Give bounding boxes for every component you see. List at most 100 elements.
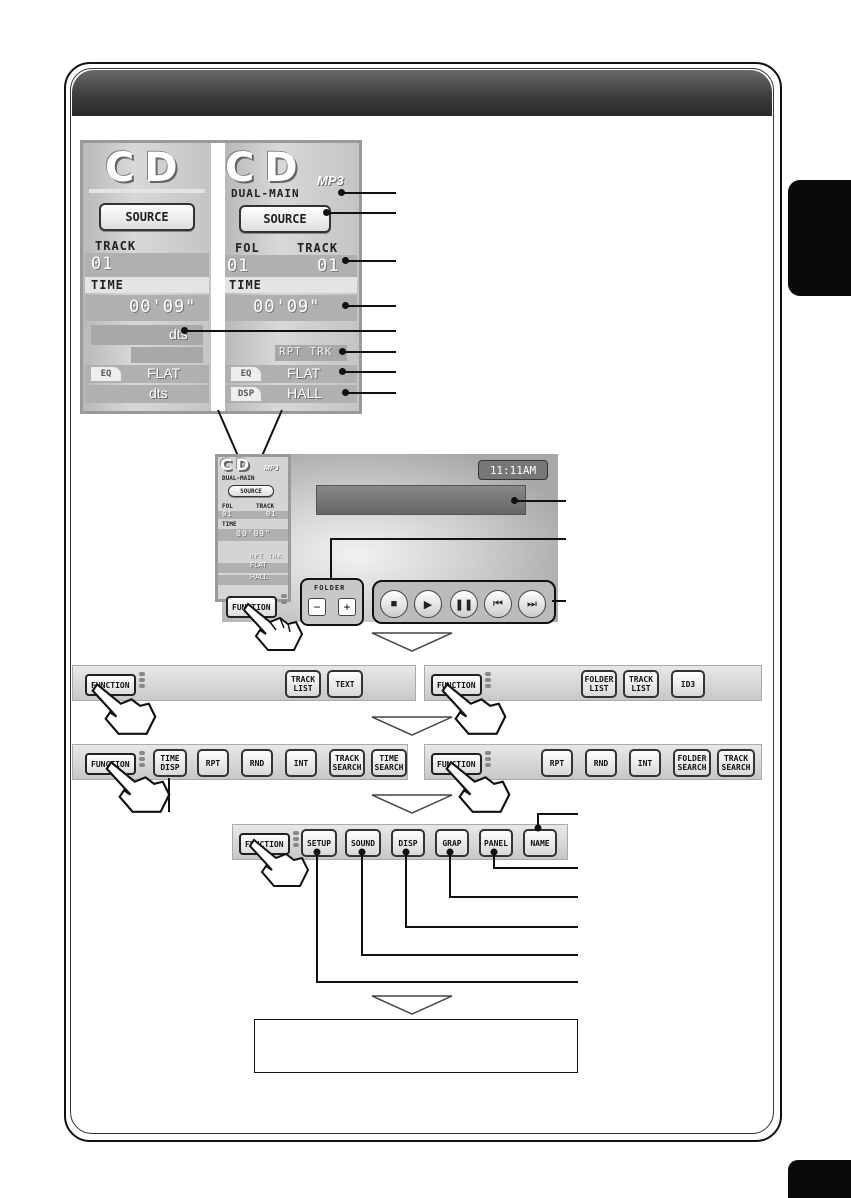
mini-cd-logo: CD [220, 455, 254, 474]
repeat-box [275, 345, 347, 361]
pause-icon: ❚❚ [454, 598, 474, 611]
display-zoom-panel: CD SOURCE TRACK 01 TIME 00'09" dts EQ FL… [80, 140, 362, 414]
intro-button[interactable]: INT [629, 749, 661, 777]
track-value: 01 [91, 254, 114, 274]
result-box [254, 1019, 578, 1073]
flow-arrow-icon [371, 995, 453, 1015]
track-search-button[interactable]: TRACK SEARCH [329, 749, 365, 777]
clock-display: 11:11AM [478, 460, 548, 480]
callout-line [346, 392, 396, 394]
time-label: TIME [91, 278, 124, 292]
function-leds [139, 672, 145, 690]
mp3-time-value: 00'09" [253, 297, 321, 317]
random-button[interactable]: RND [241, 749, 273, 777]
intro-button[interactable]: INT [285, 749, 317, 777]
mp3-source-button[interactable]: SOURCE [239, 205, 331, 233]
page-number-box [788, 1160, 851, 1198]
stop-icon: ■ [390, 598, 398, 610]
folder-plus-button[interactable]: + [338, 598, 356, 616]
function-leds [293, 831, 299, 849]
language-tab [788, 180, 851, 296]
graphics-button[interactable]: GRAP [435, 829, 469, 857]
skip-back-icon: ⏮ [493, 597, 503, 610]
callout-line [184, 330, 396, 332]
mini-source-button[interactable]: SOURCE [228, 485, 274, 497]
callout-dot [342, 389, 349, 396]
mini-eq-strip [218, 563, 288, 573]
function-leds [281, 594, 287, 606]
track-list-button[interactable]: TRACK LIST [623, 670, 659, 698]
time-disp-button[interactable]: TIME DISP [153, 749, 187, 777]
callout-line [342, 351, 396, 353]
dsp-strip [85, 385, 209, 403]
fol-track-strip [225, 255, 357, 277]
dual-main-label: DUAL-MAIN [231, 187, 300, 200]
folder-minus-button[interactable]: − [308, 598, 326, 616]
callout-line [330, 538, 332, 580]
mini-track-value: 01 [266, 510, 277, 518]
function-leds [139, 751, 145, 769]
mini-track: TRACK [256, 503, 275, 510]
source-button[interactable]: SOURCE [99, 203, 195, 231]
mini-time: TIME [222, 521, 237, 528]
page-frame [64, 62, 782, 1142]
folder-search-button[interactable]: FOLDER SEARCH [673, 749, 711, 777]
mini-mp3: MP3 [264, 465, 279, 472]
callout-line [342, 371, 396, 373]
callout-line [346, 260, 396, 262]
pause-button[interactable]: ❚❚ [450, 590, 478, 618]
mini-eq: FLAT [250, 562, 267, 569]
callout-line [326, 212, 396, 214]
random-button[interactable]: RND [585, 749, 617, 777]
play-button[interactable]: ▶ [414, 590, 442, 618]
hand-pointer-icon [105, 760, 171, 813]
mini-dsp-strip [218, 575, 288, 585]
mp3-badge: MP3 [317, 173, 344, 188]
page-frame-inner [70, 68, 774, 1134]
callout-line [330, 538, 566, 540]
dts-box [91, 325, 203, 345]
stop-button[interactable]: ■ [380, 590, 408, 618]
mini-display-panel: CD MP3 DUAL-MAIN SOURCE FOL TRACK 01 01 … [215, 454, 291, 602]
fol-label: FOL [235, 241, 260, 255]
time-value: 00'09" [129, 297, 197, 317]
column-gap [211, 143, 225, 411]
callout-line [340, 192, 396, 194]
mini-time-value: 00'09" [236, 529, 271, 538]
mp3-dsp-value: HALL [287, 385, 323, 401]
text-button[interactable]: TEXT [327, 670, 363, 698]
mp3-function-bar-1: FUNCTION FOLDER LIST TRACK LIST ID3 [424, 665, 762, 701]
function-leds [485, 751, 491, 769]
setup-button[interactable]: SETUP [301, 829, 337, 857]
mp3-track-value: 01 [317, 256, 340, 276]
repeat-button[interactable]: RPT [197, 749, 229, 777]
callout-line [346, 305, 396, 307]
id3-button[interactable]: ID3 [671, 670, 705, 698]
flow-arrow-icon [371, 716, 453, 736]
mini-fol: FOL [222, 503, 233, 510]
mp3-function-bar-2: FUNCTION RPT RND INT FOLDER SEARCH TRACK… [424, 744, 762, 780]
callout-line [552, 600, 566, 602]
next-button[interactable]: ⏭ [518, 590, 546, 618]
repeat-button[interactable]: RPT [541, 749, 573, 777]
mini-dual-main: DUAL-MAIN [222, 475, 255, 482]
divider [89, 189, 205, 193]
callout-line [514, 500, 566, 502]
flow-arrow-icon [371, 794, 453, 814]
track-search-button[interactable]: TRACK SEARCH [717, 749, 755, 777]
previous-button[interactable]: ⏮ [484, 590, 512, 618]
skip-forward-icon: ⏭ [527, 597, 537, 610]
track-label: TRACK [95, 239, 137, 253]
time-strip [85, 277, 209, 293]
mp3-time-strip [225, 277, 357, 293]
eq-tag: EQ [91, 367, 121, 381]
time-search-button[interactable]: TIME SEARCH [371, 749, 407, 777]
cd-logo: CD [105, 145, 188, 191]
folder-list-button[interactable]: FOLDER LIST [581, 670, 617, 698]
mini-dsp: HALL [250, 574, 268, 581]
track-list-button[interactable]: TRACK LIST [285, 670, 321, 698]
mp3-eq-tag: EQ [231, 367, 261, 381]
mp3-time-value-strip [225, 295, 357, 321]
hand-pointer-icon [441, 682, 507, 735]
